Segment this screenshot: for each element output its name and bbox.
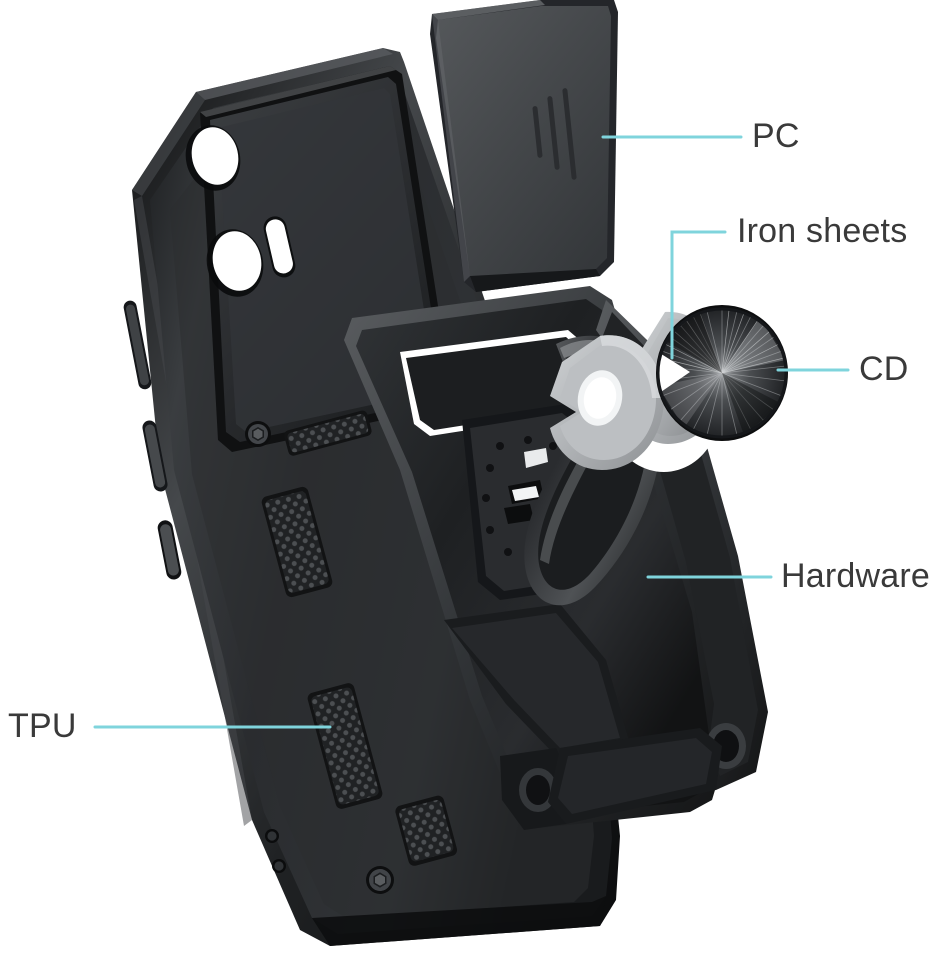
callout-label-tpu: TPU [8,707,77,745]
cd-metal-disc [656,305,788,441]
leader-line-iron-sheets [670,230,727,360]
side-buttons [123,300,182,580]
cd-radial-brush-texture [658,309,786,437]
callout-label-cd: CD [859,350,909,388]
slider-grip-ridges [532,88,577,180]
speaker-holes [265,829,286,873]
callout-label-pc: PC [752,117,800,155]
callout-label-iron-sheets: Iron sheets [737,212,908,250]
body-screws [245,421,394,894]
callout-label-hardware: Hardware [781,557,930,595]
leader-lines [93,135,850,729]
pc-camera-slider [430,0,618,292]
